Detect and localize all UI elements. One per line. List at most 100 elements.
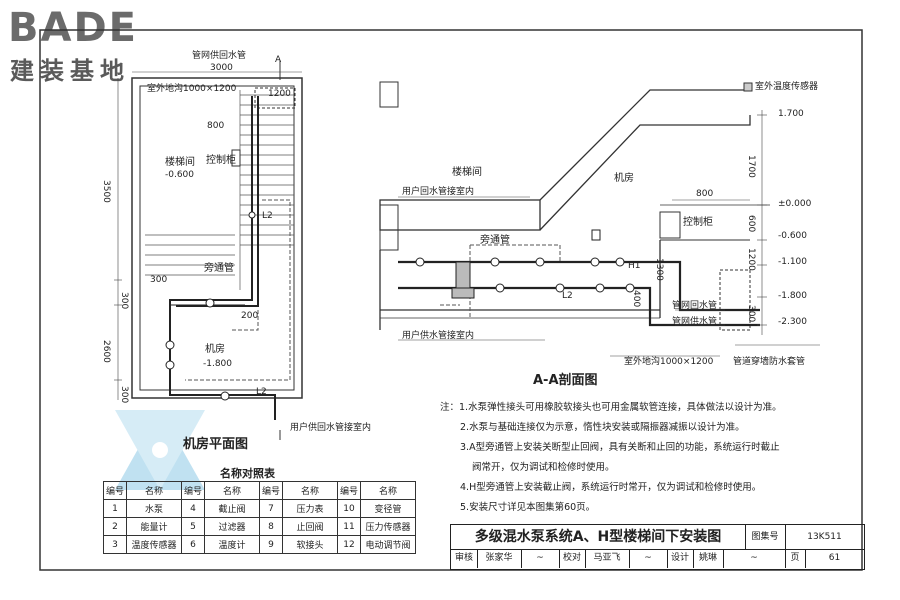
legend-cell: 压力传感器	[360, 517, 416, 536]
legend-header: 名称	[204, 481, 260, 500]
section-caption: A-A剖面图	[533, 373, 598, 388]
section-slab	[379, 199, 541, 231]
plan-dim-300b: 300	[119, 386, 129, 404]
page-number: 61	[828, 553, 841, 563]
legend-cell: 4	[181, 499, 205, 518]
legend-header-row: 编号 名称 编号 名称 编号 名称 编号 名称	[103, 481, 416, 500]
legend-cell: 温度传感器	[126, 535, 182, 554]
legend-cell: 6	[181, 535, 205, 554]
section-stairwell-label: 楼梯间	[452, 167, 482, 178]
drawing-title: 多级混水泵系统A、H型楼梯间下安装图	[451, 525, 746, 550]
brand-logo: BADE	[8, 5, 138, 51]
section-elev-m1800: -1.800	[778, 291, 808, 301]
brand-subtitle: 建装基地	[10, 57, 130, 85]
section-user-supply-label: 用户供水管接室内	[402, 331, 475, 341]
legend-cell: 电动调节阀	[360, 535, 416, 554]
legend-header: 名称	[282, 481, 338, 500]
plan-outer-wall	[131, 77, 303, 399]
note-line: 4.H型旁通管上安装截止阀，系统运行时常开，仅为调试和检修时使用。	[460, 482, 762, 493]
legend-header: 编号	[337, 481, 361, 500]
plan-control-cabinet-label: 控制柜	[206, 155, 236, 166]
legend-title: 名称对照表	[220, 467, 275, 480]
legend-cell: 截止阀	[204, 499, 260, 518]
section-dim-300: 300	[746, 305, 756, 323]
legend-cell: 3	[103, 535, 127, 554]
section-dim-1200: 1200	[746, 248, 756, 271]
plan-pit	[254, 87, 296, 109]
section-control-cabinet-label: 控制柜	[683, 217, 713, 228]
legend-cell: 10	[337, 499, 361, 518]
legend-cell: 过滤器	[204, 517, 260, 536]
plan-user-pipe-label: 用户供回水管接室内	[290, 423, 372, 433]
legend-cell: 7	[259, 499, 283, 518]
plan-machine-room-label: 机房	[205, 344, 225, 355]
table-row: 1 水泵 4 截止阀 7 压力表 10 变径管	[103, 499, 416, 518]
section-stair-top	[539, 89, 750, 201]
section-dim-400: 400	[631, 290, 641, 308]
section-valves	[415, 229, 635, 293]
notes-block: 注：1.水泵弹性接头可用橡胶软接头也可用金属软管连接，具体做法以设计为准。 2.…	[440, 398, 782, 518]
legend-cell: 11	[337, 517, 361, 536]
legend-cell: 2	[103, 517, 127, 536]
plan-inner-wall	[139, 85, 295, 391]
legend-cell: 5	[181, 517, 205, 536]
section-leaders	[398, 196, 820, 357]
plan-dim-2600: 2600	[101, 340, 111, 363]
watermark-logo	[115, 410, 205, 490]
table-row: 3 温度传感器 6 温度计 9 软接头 12 电动调节阀	[103, 535, 416, 554]
plan-elev-1800: -1.800	[203, 359, 233, 369]
section-machine-room-label: 机房	[614, 173, 634, 184]
section-dim-1300: 1300	[654, 258, 664, 281]
sheet-border	[39, 29, 863, 571]
plan-stairwell-label: 楼梯间	[165, 157, 195, 168]
section-outdoor-pit	[719, 269, 751, 331]
section-wall-sleeve-label: 管道穿墙防水套管	[733, 357, 806, 367]
designer-name: 姚琳	[693, 549, 724, 568]
plan-dim-3000: 3000	[210, 63, 233, 73]
section-dim-800: 800	[696, 189, 714, 199]
section-outdoor-pit-label: 室外地沟1000×1200	[624, 357, 714, 367]
section-bypass-label: 旁通管	[480, 235, 510, 246]
section-elev-m0600: -0.600	[778, 231, 808, 241]
plan-return-pipe-label: 管网供回水管	[192, 51, 247, 61]
legend-cell: 12	[337, 535, 361, 554]
section-stair-bottom	[539, 115, 751, 231]
section-bypass-dashed	[440, 244, 561, 318]
plan-dim-1200: 1200	[268, 89, 291, 99]
plan-dim-300a: 300	[119, 292, 129, 310]
atlas-number: 13K511	[785, 525, 864, 550]
plan-valves	[165, 211, 256, 401]
legend-cell: 9	[259, 535, 283, 554]
section-user-return-label: 用户回水管接室内	[402, 187, 475, 197]
plan-dim-3500: 3500	[101, 180, 111, 203]
plan-dim-800: 800	[207, 121, 225, 131]
plan-view-drawing	[114, 60, 303, 440]
page-label: 页	[785, 549, 806, 568]
plan-bypass-label: 旁通管	[204, 263, 234, 274]
check-label: 校对	[559, 549, 586, 568]
section-elev-0000: ±0.000	[778, 199, 812, 209]
plan-l2-a: L2	[262, 211, 273, 221]
section-net-return-label: 管网回水管	[672, 301, 718, 311]
review-label: 审核	[451, 549, 478, 568]
design-label: 设计	[667, 549, 694, 568]
plan-l2-b: L2	[256, 387, 267, 397]
section-control-cabinet	[659, 211, 681, 239]
section-slab-left	[379, 204, 399, 251]
note-line: 阀常开，仅为调试和检修时使用。	[472, 462, 615, 473]
section-l2: L2	[562, 291, 573, 301]
legend-cell: 能量计	[126, 517, 182, 536]
plan-outdoor-pit-label: 室外地沟1000×1200	[147, 84, 237, 94]
checker-signature: ~	[629, 549, 668, 568]
section-elev-m1100: -1.100	[778, 257, 808, 267]
section-outdoor-sensor	[743, 82, 753, 92]
section-dimensions	[672, 110, 767, 335]
section-dim-600: 600	[746, 215, 756, 233]
note-line: 2.水泵与基础连接仅为示意，惰性块安装或隔振器减振以设计为准。	[460, 422, 745, 433]
legend-cell: 1	[103, 499, 127, 518]
section-dim-1700: 1700	[746, 155, 756, 178]
atlas-label: 图集号	[745, 525, 786, 550]
plan-elev-0600: -0.600	[165, 170, 195, 180]
